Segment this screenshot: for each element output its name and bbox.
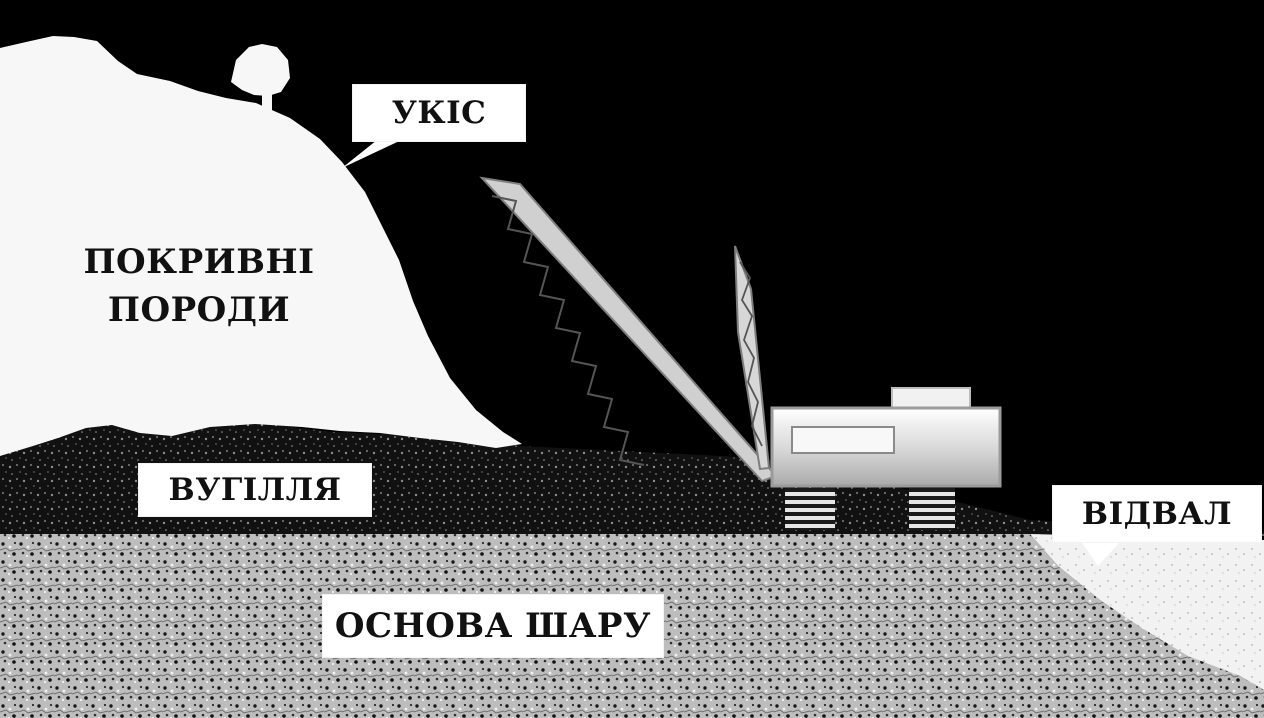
slope-label: УКІС: [352, 84, 526, 142]
dump-callout-pointer: [1080, 540, 1122, 566]
dump-label: ВІДВАЛ: [1052, 485, 1262, 543]
dragline-excavator-icon: [479, 176, 1002, 530]
tree-icon: [231, 44, 290, 132]
coal-label: ВУГІЛЛЯ: [138, 463, 372, 517]
dragline-left-tracks: [785, 492, 835, 528]
slope-callout-pointer: [342, 136, 410, 168]
spoil-dump: [1030, 534, 1264, 690]
dragline-boom-lattice: [491, 195, 645, 466]
overburden-label: ПОКРИВНІ ПОРОДИ: [64, 238, 334, 334]
dragline-window: [791, 426, 895, 454]
overburden-label-line-2: ПОРОДИ: [107, 290, 291, 330]
base-layer-label: ОСНОВА ШАРУ: [322, 594, 664, 658]
overburden-rock: [0, 36, 522, 456]
dragline-right-tracks: [909, 492, 955, 528]
dragline-mast-lattice: [739, 261, 763, 447]
overburden-label-line-1: ПОКРИВНІ: [83, 242, 315, 282]
